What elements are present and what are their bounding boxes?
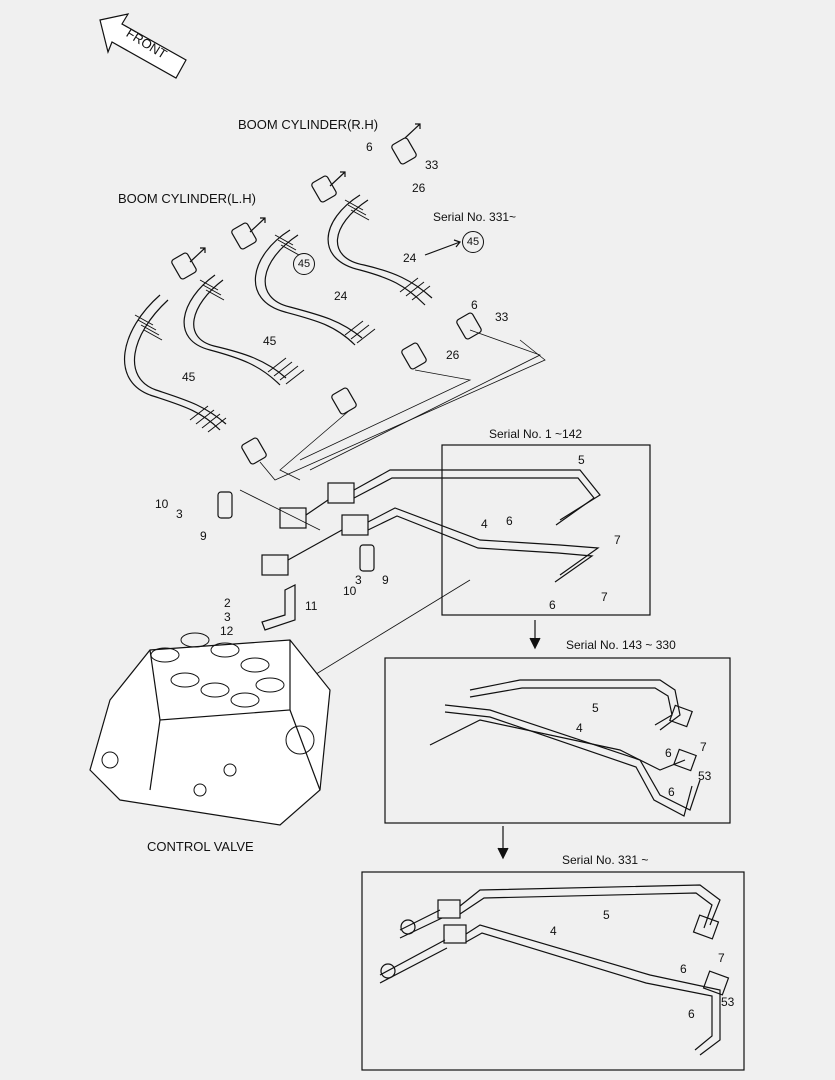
- part-number: 3: [176, 507, 183, 521]
- circled-ref-45: 45: [293, 253, 315, 275]
- serial-331: Serial No. 331 ~: [562, 853, 649, 867]
- part-number: 4: [550, 924, 557, 938]
- boom-hoses: [124, 123, 482, 465]
- part-number: 5: [592, 701, 599, 715]
- part-number: 12: [220, 624, 234, 638]
- part-number: 3: [224, 610, 231, 624]
- part-number: 7: [601, 590, 608, 604]
- part-number: 3: [355, 573, 362, 587]
- part-number: 26: [412, 181, 426, 195]
- front-arrow: [99, 13, 187, 79]
- part-number: 33: [425, 158, 439, 172]
- part-number: 24: [334, 289, 348, 303]
- part-number: 6: [549, 598, 556, 612]
- part-number: 10: [343, 584, 357, 598]
- part-number: 6: [506, 514, 513, 528]
- part-number: 26: [446, 348, 460, 362]
- box-serial-331: [361, 871, 745, 1071]
- part-number: 5: [603, 908, 610, 922]
- part-number: 6: [668, 785, 675, 799]
- title-boom-lh: BOOM CYLINDER(L.H): [118, 191, 256, 206]
- part-number: 9: [200, 529, 207, 543]
- part-number: 7: [700, 740, 707, 754]
- part-number: 4: [576, 721, 583, 735]
- box-serial-143-330: [384, 657, 731, 824]
- title-control-valve: CONTROL VALVE: [147, 839, 254, 854]
- part-number: 53: [721, 995, 735, 1009]
- part-number: 6: [366, 140, 373, 154]
- center-pipes: [217, 469, 601, 631]
- part-number: 24: [403, 251, 417, 265]
- part-number: 7: [718, 951, 725, 965]
- part-number: 6: [680, 962, 687, 976]
- part-number: 10: [155, 497, 169, 511]
- part-number: 11: [305, 599, 318, 613]
- part-number: 6: [665, 746, 672, 760]
- circled-ref-45: 45: [462, 231, 484, 253]
- part-number: 53: [698, 769, 712, 783]
- serial-1-142: Serial No. 1 ~142: [489, 427, 583, 441]
- pipes-143-330: [429, 679, 701, 817]
- part-number: 9: [382, 573, 389, 587]
- part-number: 45: [182, 370, 196, 384]
- part-number: 2: [224, 596, 231, 610]
- pipes-331: [379, 884, 730, 1056]
- part-number: 5: [578, 453, 585, 467]
- part-number: 6: [471, 298, 478, 312]
- part-number: 45: [263, 334, 277, 348]
- leader-lines: [239, 329, 546, 691]
- title-boom-rh: BOOM CYLINDER(R.H): [238, 117, 379, 132]
- part-number: 33: [495, 310, 509, 324]
- serial-331-top: Serial No. 331~: [433, 210, 517, 224]
- part-number: 6: [688, 1007, 695, 1021]
- part-number: 4: [481, 517, 488, 531]
- control-valve-body: [89, 632, 331, 826]
- serial-143-330: Serial No. 143 ~ 330: [566, 638, 676, 652]
- box-serial-1-142: [441, 444, 651, 616]
- part-number: 7: [614, 533, 621, 547]
